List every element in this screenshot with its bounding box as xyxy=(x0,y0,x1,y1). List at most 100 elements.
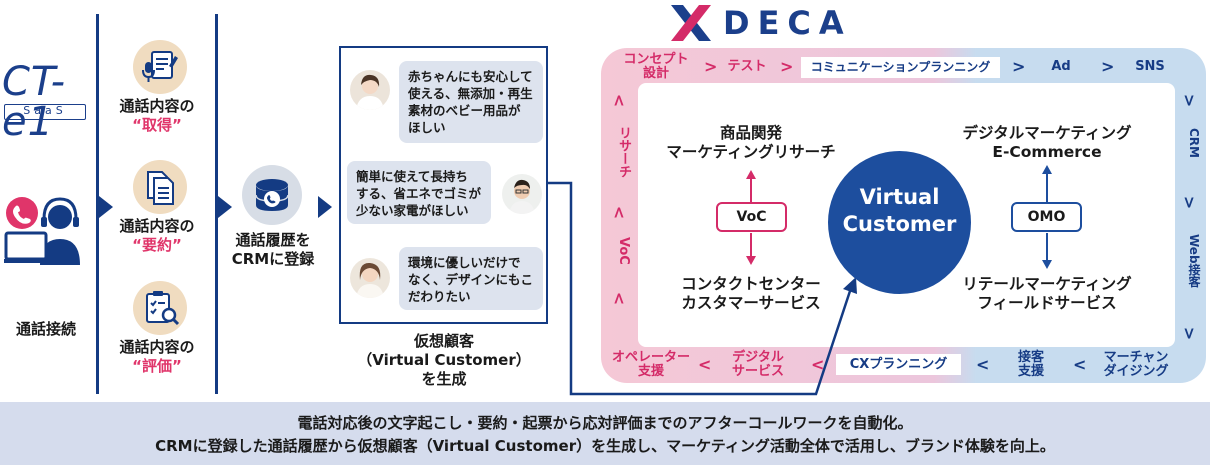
ring-operator-line2: 支援 xyxy=(637,364,664,379)
chevron-right-icon: > xyxy=(1012,57,1026,76)
ring-service-support: 接客 支援 xyxy=(1006,351,1056,379)
step-summary-line2: “要約” xyxy=(132,236,182,254)
chevron-down-icon: > xyxy=(1180,195,1200,210)
step-acquire-line2: “取得” xyxy=(132,116,182,134)
step-summary-icon-bg xyxy=(133,160,187,214)
retail-marketing-line2: フィールドサービス xyxy=(977,294,1117,312)
vc-caption-line3: を生成 xyxy=(421,370,467,388)
documents-icon xyxy=(147,171,174,205)
microphone-note-icon xyxy=(142,51,178,82)
ring-communication-planning: コミュニケーションプランニング xyxy=(801,57,1000,78)
ring-digital-service: デジタル サービス xyxy=(722,351,794,379)
chat-bubble-2-line2: する、省エネでゴミが xyxy=(356,186,482,201)
product-dev-line2: マーケティングリサーチ xyxy=(666,143,836,161)
summary-banner: 電話対応後の文字起こし・要約・起票から応対評価までのアフターコールワークを自動化… xyxy=(0,402,1210,465)
chevron-left-icon: < xyxy=(811,355,825,374)
ring-web-service: Web接客 xyxy=(1187,234,1201,288)
step-evaluate-icon-bg xyxy=(133,281,187,335)
chevron-up-icon: > xyxy=(609,93,629,108)
person-avatar-icon xyxy=(502,174,542,214)
chat-bubble-3-line1: 環境に優しいだけで xyxy=(408,255,521,270)
vc-node-line1: Virtual xyxy=(859,185,940,209)
vc-caption-line1: 仮想顧客 xyxy=(413,332,474,350)
crm-register-line1: 通話履歴を xyxy=(235,231,311,249)
logo-ct-text: CT-e1 xyxy=(2,59,67,145)
chevron-right-icon: > xyxy=(704,57,718,76)
chevron-right-icon: > xyxy=(1101,57,1115,76)
clipboard-search-icon xyxy=(146,291,180,326)
ring-merch-line2: ダイジング xyxy=(1103,364,1169,379)
step-acquire-line1: 通話内容の xyxy=(119,97,195,115)
divider-line-2 xyxy=(215,14,218,394)
ring-cx-planning: CXプランニング xyxy=(836,354,961,375)
digital-marketing-line1: デジタルマーケティング xyxy=(962,124,1132,142)
ring-digital-line1: デジタル xyxy=(732,350,784,365)
database-phone-icon xyxy=(255,179,289,211)
ct-e1-logo: CT-e1 SaaS xyxy=(2,62,90,142)
ring-test: テスト xyxy=(727,59,767,74)
chat-bubble-3-line3: だわりたい xyxy=(408,289,471,304)
chat-bubble-1: 赤ちゃんにも安心して 使える、無添加・再生 素材のベビー用品が ほしい xyxy=(399,61,543,143)
flow-arrow-1 xyxy=(99,196,113,218)
vc-caption-line2: （Virtual Customer） xyxy=(357,351,531,369)
chevron-down-icon: > xyxy=(1180,326,1200,341)
crm-register-icon-bg xyxy=(242,165,302,225)
ring-operator-support: オペレーター 支援 xyxy=(605,351,697,379)
ring-research: リサーチ xyxy=(616,126,631,178)
summary-line2: CRMに登録した通話履歴から仮想顧客（Virtual Customer）を生成し… xyxy=(155,437,1055,455)
divider-line-1 xyxy=(96,14,99,394)
step-evaluate-label: 通話内容の “評価” xyxy=(102,338,212,376)
digital-marketing-label: デジタルマーケティング E-Commerce xyxy=(947,124,1147,162)
ring-service-line2: 支援 xyxy=(1017,364,1044,379)
step-evaluate-line1: 通話内容の xyxy=(119,338,195,356)
chevron-up-icon: > xyxy=(609,205,629,220)
contact-center-line2: カスタマーサービス xyxy=(681,294,821,312)
chat-bubble-1-line1: 赤ちゃんにも安心して xyxy=(408,69,533,84)
ring-merch-line1: マーチャン xyxy=(1103,350,1169,365)
ring-concept-line1: コンセプト xyxy=(623,52,689,67)
chat-bubble-2: 簡単に使えて長持ち する、省エネでゴミが 少ない家電がほしい xyxy=(347,161,491,224)
crm-register-label: 通話履歴を CRMに登録 xyxy=(218,231,328,269)
chevron-down-icon: > xyxy=(1180,93,1200,108)
chevron-right-icon: > xyxy=(780,57,794,76)
virtual-customer-caption: 仮想顧客 （Virtual Customer） を生成 xyxy=(340,332,548,389)
flow-arrow-3 xyxy=(318,196,332,218)
virtual-customer-chat-panel: 赤ちゃんにも安心して 使える、無添加・再生 素材のベビー用品が ほしい 簡単に使… xyxy=(339,46,548,324)
deca-logo-text: DECA xyxy=(723,4,852,42)
ring-merchandising: マーチャン ダイジング xyxy=(1096,351,1176,379)
logo-saas-box: SaaS xyxy=(4,104,86,120)
step-acquire-icon-bg xyxy=(133,40,187,94)
step-summary-line1: 通話内容の xyxy=(119,217,195,235)
retail-marketing-label: リテールマーケティング フィールドサービス xyxy=(952,275,1142,313)
chevron-up-icon: > xyxy=(609,291,629,306)
step-evaluate-line2: “評価” xyxy=(132,357,182,375)
ring-voc: VoC xyxy=(616,237,631,265)
chat-bubble-1-line3: 素材のベビー用品が xyxy=(408,103,521,118)
person-avatar-icon xyxy=(350,258,390,298)
vc-node-line2: Customer xyxy=(842,212,957,236)
call-connect-label: 通話接続 xyxy=(15,320,76,338)
omo-pill: OMO xyxy=(1011,202,1082,232)
retail-marketing-line1: リテールマーケティング xyxy=(962,275,1132,293)
ring-service-line1: 接客 xyxy=(1017,350,1044,365)
digital-marketing-line2: E-Commerce xyxy=(992,143,1102,161)
chevron-left-icon: < xyxy=(976,355,990,374)
chat-bubble-3-line2: なく、デザインにもこ xyxy=(408,272,534,287)
step-acquire-label: 通話内容の “取得” xyxy=(102,97,212,135)
product-dev-label: 商品関発 マーケティングリサーチ xyxy=(646,124,856,162)
chat-bubble-2-line1: 簡単に使えて長持ち xyxy=(356,169,468,184)
chevron-left-icon: < xyxy=(698,355,712,374)
ring-ad: Ad xyxy=(1051,59,1071,74)
ring-concept-design: コンセプト 設計 xyxy=(621,53,691,81)
chat-bubble-1-line2: 使える、無添加・再生 xyxy=(408,86,533,101)
ring-digital-line2: サービス xyxy=(731,364,784,379)
summary-line1: 電話対応後の文字起こし・要約・起票から応対評価までのアフターコールワークを自動化… xyxy=(297,414,913,432)
flow-arrow-2 xyxy=(218,196,232,218)
logo-saas-text: SaaS xyxy=(23,104,67,117)
voc-pill: VoC xyxy=(716,202,787,232)
contact-center-line1: コンタクトセンター xyxy=(681,275,821,293)
ring-sns: SNS xyxy=(1135,59,1165,74)
chat-bubble-3: 環境に優しいだけで なく、デザインにもこ だわりたい xyxy=(399,247,543,310)
headset-operator-icon xyxy=(4,197,80,265)
product-dev-line1: 商品関発 xyxy=(719,124,782,142)
